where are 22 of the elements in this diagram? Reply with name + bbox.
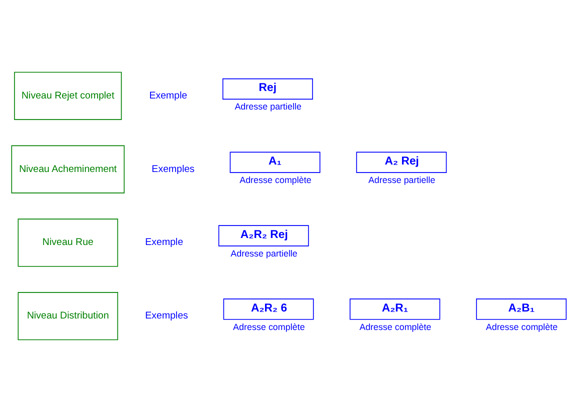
label: Exemples: [145, 310, 188, 322]
node-label: Adresse partielle: [368, 175, 436, 186]
label: Exemple: [145, 237, 184, 248]
label: Exemple: [149, 90, 188, 102]
node-box: A₂R₁: [350, 298, 440, 320]
node-label: Adresse complète: [486, 322, 558, 332]
node-label: Adresse complète: [233, 322, 305, 332]
node-box: Niveau Rue: [18, 218, 118, 267]
node-label: Adresse partielle: [230, 248, 298, 258]
node-box: A₂B₁: [476, 298, 567, 320]
node-box: Niveau Acheminement: [11, 145, 125, 194]
node-box: A₂R₂ Rej: [218, 225, 309, 246]
node-box: Niveau Distribution: [18, 292, 118, 340]
node-box: Niveau Rejet complet: [14, 72, 122, 120]
node-label: Adresse complète: [359, 322, 432, 332]
node-box: A₁: [230, 152, 320, 173]
node-label: Adresse complète: [240, 175, 312, 186]
label: Exemples: [152, 164, 195, 175]
node-box: A₂R₂ 6: [223, 298, 314, 320]
node-label: Adresse partielle: [234, 102, 302, 112]
node-box: A₂ Rej: [356, 152, 447, 173]
node-box: Rej: [222, 78, 313, 100]
